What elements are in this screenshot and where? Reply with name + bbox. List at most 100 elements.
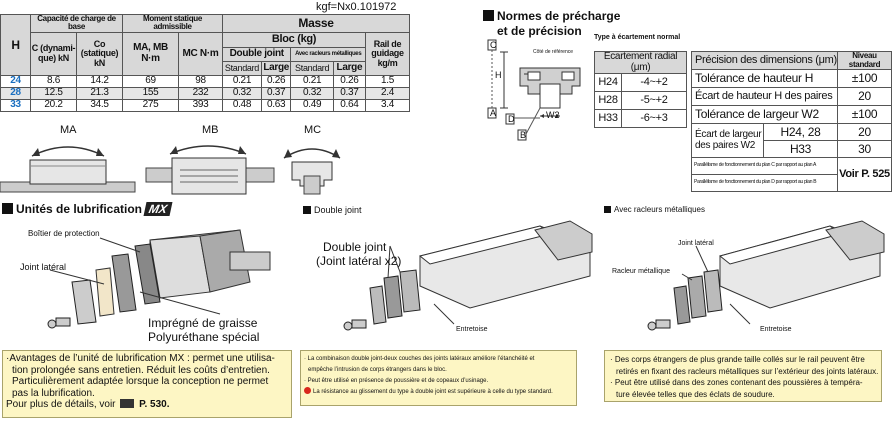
label-h: H (495, 70, 502, 80)
label-d: D (508, 114, 515, 124)
precision-value: 30 (837, 140, 892, 158)
ma-header: MA, MB N·m (122, 31, 179, 76)
note-line: Pour plus de détails, voir P. 530. (6, 399, 288, 411)
co-header: Co (statique) kN (76, 31, 123, 76)
lub-title-text: Unités de lubrification (16, 202, 143, 216)
preload-title: Normes de précharge (483, 9, 620, 23)
impregne-callout-1: Imprégné de graisse (148, 316, 258, 330)
note-line: · Peut être utilisé en présence de pouss… (304, 378, 489, 384)
note-line: retirés en fixant des racleurs métalliqu… (616, 366, 879, 376)
ma-label: MA (60, 124, 77, 136)
precision-value: ±100 (837, 69, 892, 88)
precision-label: Tolérance de hauteur H (691, 69, 838, 88)
ma-value: 275 (122, 98, 179, 112)
parallelism-label: Parallélisme de fonctionnement du plan C… (691, 157, 838, 175)
racleur-callout: Racleur métallique (612, 268, 670, 275)
note-line: · Des corps étrangers de plus grande tai… (610, 355, 865, 364)
h-value: 33 (0, 98, 31, 112)
note-line: pas la lubrification. (12, 387, 95, 399)
rm-standard-value: 0.32 (290, 86, 334, 100)
units-note: kgf=Nx0.101972 (316, 1, 397, 13)
note-line: · Peut être utilisé dans des zones conte… (610, 378, 863, 387)
large-header: Large (332, 60, 367, 76)
table-row: H28 -5~+2 (594, 91, 687, 110)
h-value: 24 (0, 74, 31, 88)
page-link[interactable]: P. 530. (139, 399, 170, 410)
dj-section-title: Double joint (303, 205, 362, 215)
mx-badge: MX (143, 202, 173, 216)
preload-h: H28 (594, 91, 622, 110)
table-row: Écart de largeur des paires W2 H24, 28 2… (691, 123, 892, 158)
table-row: H33 30 (692, 140, 892, 158)
spec-table: H Capacité de charge de base Moment stat… (0, 14, 410, 112)
mb-label: MB (202, 124, 219, 136)
co-value: 14.2 (76, 74, 123, 88)
note-line: La résistance au glissement du type à do… (304, 387, 573, 398)
label-w2: W2 (546, 110, 560, 120)
precision-value: 20 (837, 123, 892, 141)
rm-large-value: 0.26 (332, 74, 367, 88)
rm-large-value: 0.64 (332, 98, 367, 112)
rm-exploded-drawing (647, 220, 885, 331)
table-row: Parallélisme de fonctionnement du plan D… (691, 174, 892, 192)
precision-label: Écart de hauteur H des paires (691, 87, 838, 106)
section-square-icon (303, 206, 311, 214)
joint-lateral-callout-2: Joint latéral (678, 240, 714, 247)
moment-drawing (0, 145, 341, 195)
preload-header: Ecartement radial (μm) (594, 51, 687, 74)
rail-value: 1.5 (365, 74, 410, 88)
preload-value: -5~+2 (621, 91, 687, 110)
precision-label: Tolérance de largeur W2 (691, 105, 838, 124)
moment-diagrams: MA MB MC (0, 124, 410, 196)
label-b: B (520, 130, 527, 140)
table-row: 24 8.6 14.2 69 98 0.21 0.26 0.21 0.26 1.… (0, 74, 410, 88)
mc-value: 393 (178, 98, 223, 112)
precision-table: Précision des dimensions (μm) Niveau sta… (691, 51, 892, 192)
rm-note-box: · Des corps étrangers de plus grande tai… (604, 350, 882, 402)
precision-sub: H24, 28 (763, 123, 838, 141)
h-value: 28 (0, 86, 31, 100)
table-row: Parallélisme de fonctionnement du plan C… (691, 157, 892, 192)
dj-note-box: · La combinaison double joint-deux couch… (300, 350, 577, 406)
note-text: La résistance au glissement du type à do… (313, 389, 553, 395)
precision-sub: H33 (763, 140, 838, 158)
table-row: Tolérance de largeur W2 ±100 (691, 105, 892, 124)
dj-large-value: 0.63 (260, 98, 292, 112)
reference-side-label: Côté de référence (533, 49, 574, 55)
rail-value: 2.4 (365, 86, 410, 100)
preload-table: Ecartement radial (μm) H24 -4~+2 H28 -5~… (594, 51, 687, 128)
rail-header: Rail de guidage kg/m (365, 31, 410, 76)
label-a: A (490, 108, 497, 118)
standard-header: Standard (222, 60, 262, 76)
joint-lateral-callout: Joint latéral (20, 262, 67, 272)
mx-note-box: ·Avantages de l’unité de lubrification M… (2, 350, 292, 418)
rail-value: 3.4 (365, 98, 410, 112)
note-line: · La combinaison double joint-deux couch… (304, 356, 535, 362)
type-note: Type à écartement normal (594, 34, 681, 41)
preload-h: H24 (594, 73, 622, 92)
table-row: 33 20.2 34.5 275 393 0.48 0.63 0.49 0.64… (0, 98, 410, 112)
dj-standard-value: 0.48 (222, 98, 262, 112)
table-row: Écart de hauteur H des paires 20 (691, 87, 892, 106)
dj-title-text: Double joint (314, 205, 362, 215)
h-header: H (0, 14, 31, 76)
rm-section-title: Avec racleurs métalliques (604, 205, 705, 214)
see-page-ref: Voir P. 525 (837, 157, 892, 192)
entretoise-callout: Entretoise (456, 326, 488, 333)
note-line: ture élevée telles que des éclats de sou… (616, 389, 775, 399)
rm-standard-value: 0.49 (290, 98, 334, 112)
preload-title-line1: Normes de précharge (497, 9, 621, 23)
dj-standard-value: 0.32 (222, 86, 262, 100)
capacity-header: Capacité de charge de base (30, 14, 123, 33)
c-header: C (dynami-que) kN (30, 31, 77, 76)
note-line: ·Avantages de l’unité de lubrification M… (6, 353, 275, 364)
entretoise-callout-2: Entretoise (760, 326, 792, 333)
preload-h: H33 (594, 109, 622, 128)
table-row: H33 -6~+3 (594, 109, 687, 128)
preload-value: -6~+3 (621, 109, 687, 128)
double-joint-callout-2: (Joint latéral x2) (316, 254, 402, 268)
parallelism-label: Parallélisme de fonctionnement du plan D… (691, 174, 838, 192)
masse-header: Masse (222, 14, 410, 33)
ma-value: 155 (122, 86, 179, 100)
book-icon (120, 399, 135, 408)
